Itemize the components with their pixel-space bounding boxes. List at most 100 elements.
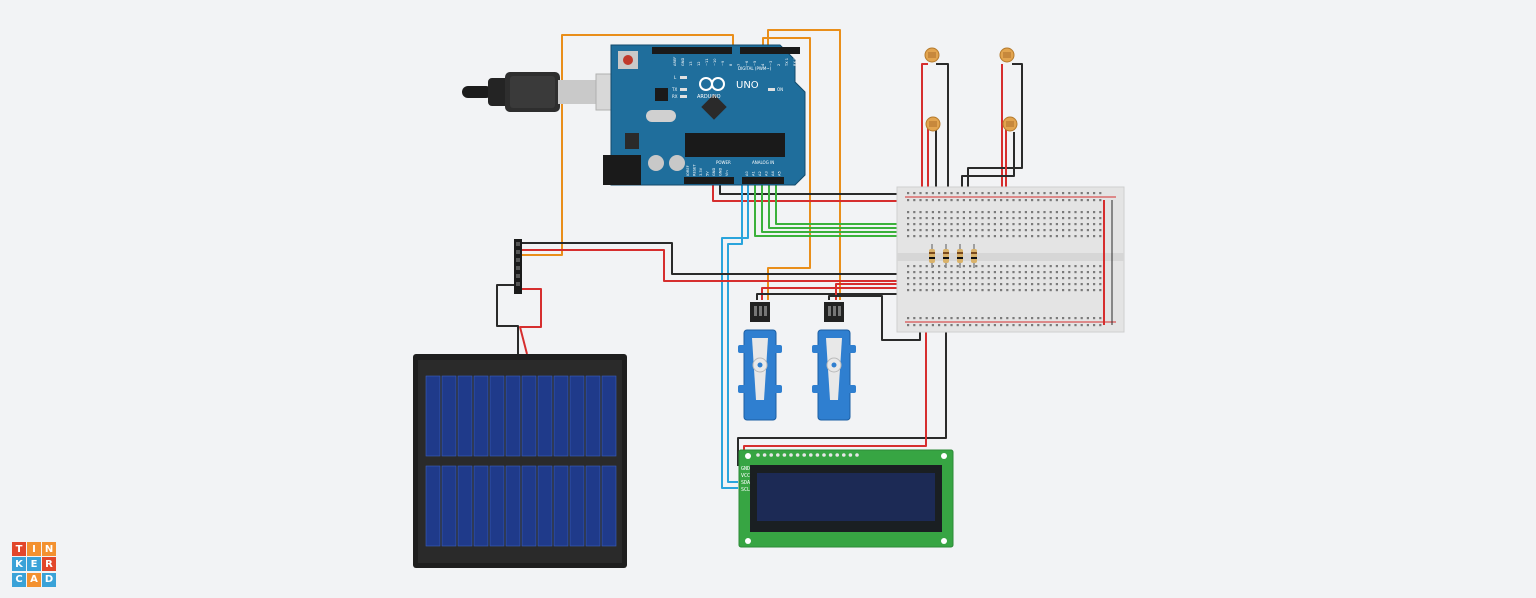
breadboard-hole (1043, 265, 1046, 268)
breadboard-hole (1055, 317, 1058, 320)
breadboard-hole (987, 317, 990, 320)
breadboard-hole (1068, 199, 1071, 202)
breadboard-hole (956, 317, 959, 320)
breadboard-hole (962, 235, 965, 238)
breadboard-hole (1093, 277, 1096, 280)
resistors[interactable] (929, 244, 977, 268)
breadboard-hole (1018, 192, 1021, 195)
breadboard-hole (1049, 217, 1052, 220)
pin-label: A3 (765, 171, 769, 176)
wire-green-a0[interactable] (754, 178, 935, 237)
breadboard-hole (1093, 223, 1096, 226)
logo-letter: D (42, 572, 56, 587)
breadboard-hole (931, 265, 934, 268)
lcd-pin-vcc: VCC (741, 473, 750, 479)
breadboard-hole (1099, 277, 1102, 280)
wire-red-solar[interactable] (519, 288, 542, 355)
usb-cable[interactable] (462, 72, 637, 112)
resistor-1[interactable] (929, 244, 935, 268)
breadboard-hole (962, 211, 965, 214)
breadboard-hole (962, 271, 965, 274)
breadboard-hole (925, 192, 928, 195)
wire-ldr1-black[interactable] (936, 63, 949, 222)
breadboard-hole (1049, 324, 1052, 327)
breadboard-hole (1074, 283, 1077, 286)
breadboard-hole (913, 289, 916, 292)
resistor-2[interactable] (943, 244, 949, 268)
breadboard-hole (1031, 192, 1034, 195)
breadboard-hole (1099, 265, 1102, 268)
breadboard-hole (981, 265, 984, 268)
wire-green-a1[interactable] (761, 178, 950, 233)
servo-motor-1[interactable] (738, 302, 782, 421)
lcd-header-pin (756, 453, 760, 457)
wire-orange-3[interactable] (767, 29, 841, 300)
wire-black-solar[interactable] (496, 284, 519, 354)
lcd-header-pin (835, 453, 839, 457)
pin-label: AREF (673, 57, 677, 66)
wire-blue-scl[interactable] (721, 178, 749, 489)
solar-cell (569, 375, 585, 457)
wire-ldr3-black[interactable] (967, 63, 1023, 222)
solar-cell (425, 465, 441, 547)
arduino-uno-board[interactable]: ARDUINO UNO DIGITAL (PWM~) POWER ANALOG … (603, 44, 806, 186)
lcd-display[interactable]: GND VCC SDA SCL (738, 449, 954, 548)
breadboard-hole (969, 229, 972, 232)
photoresistor-3[interactable] (925, 116, 941, 132)
servo-motor-2[interactable] (812, 302, 856, 421)
pin-label: 13 (689, 61, 693, 66)
breadboard-hole (1049, 199, 1052, 202)
breadboard-hole (1055, 235, 1058, 238)
solar-cell (601, 375, 617, 457)
header-connector[interactable] (514, 239, 522, 294)
resistor-4[interactable] (971, 244, 977, 268)
breadboard-hole (1000, 217, 1003, 220)
breadboard-hole (1043, 229, 1046, 232)
breadboard-hole (1006, 229, 1009, 232)
breadboard-hole (1074, 324, 1077, 327)
breadboard-hole (938, 324, 941, 327)
solar-panel[interactable] (413, 354, 627, 568)
breadboard-hole (1049, 229, 1052, 232)
breadboard-hole (907, 324, 910, 327)
resistor-3[interactable] (957, 244, 963, 268)
breadboard-hole (1037, 223, 1040, 226)
pin-label: A1 (752, 171, 756, 176)
breadboard-hole (1043, 235, 1046, 238)
breadboard-hole (1099, 211, 1102, 214)
led-label-l: L (674, 75, 677, 80)
breadboard-hole (1018, 223, 1021, 226)
breadboard-hole (1049, 317, 1052, 320)
pin-label: ~3 (769, 61, 773, 66)
breadboard-hole (1049, 211, 1052, 214)
pin-label: 2 (777, 64, 781, 66)
breadboard-hole (938, 217, 941, 220)
breadboard-hole (1037, 277, 1040, 280)
breadboard-hole (1018, 324, 1021, 327)
breadboard-hole (1080, 192, 1083, 195)
breadboard-hole (969, 271, 972, 274)
breadboard-hole (1006, 283, 1009, 286)
breadboard-hole (975, 235, 978, 238)
breadboard-hole (1055, 283, 1058, 286)
breadboard-hole (944, 283, 947, 286)
breadboard-hole (1062, 324, 1065, 327)
breadboard-hole (969, 199, 972, 202)
breadboard-hole (1055, 217, 1058, 220)
wire-lcd-black[interactable] (737, 322, 947, 466)
breadboard-hole (962, 192, 965, 195)
breadboard-hole (919, 192, 922, 195)
wire-servo2-black[interactable] (828, 295, 921, 341)
wire-blue-sda[interactable] (727, 178, 743, 483)
breadboard-hole (975, 324, 978, 327)
photoresistor-4[interactable] (1002, 116, 1018, 132)
breadboard-hole (925, 289, 928, 292)
solar-cell (441, 465, 457, 547)
wire-ldr1-red[interactable] (921, 63, 928, 205)
breadboard-hole (1093, 199, 1096, 202)
photoresistor-2[interactable] (999, 47, 1015, 63)
breadboard-hole (1037, 211, 1040, 214)
wire-orange-1[interactable] (518, 34, 734, 256)
photoresistor-1[interactable] (924, 47, 940, 63)
breadboard-hole (938, 229, 941, 232)
